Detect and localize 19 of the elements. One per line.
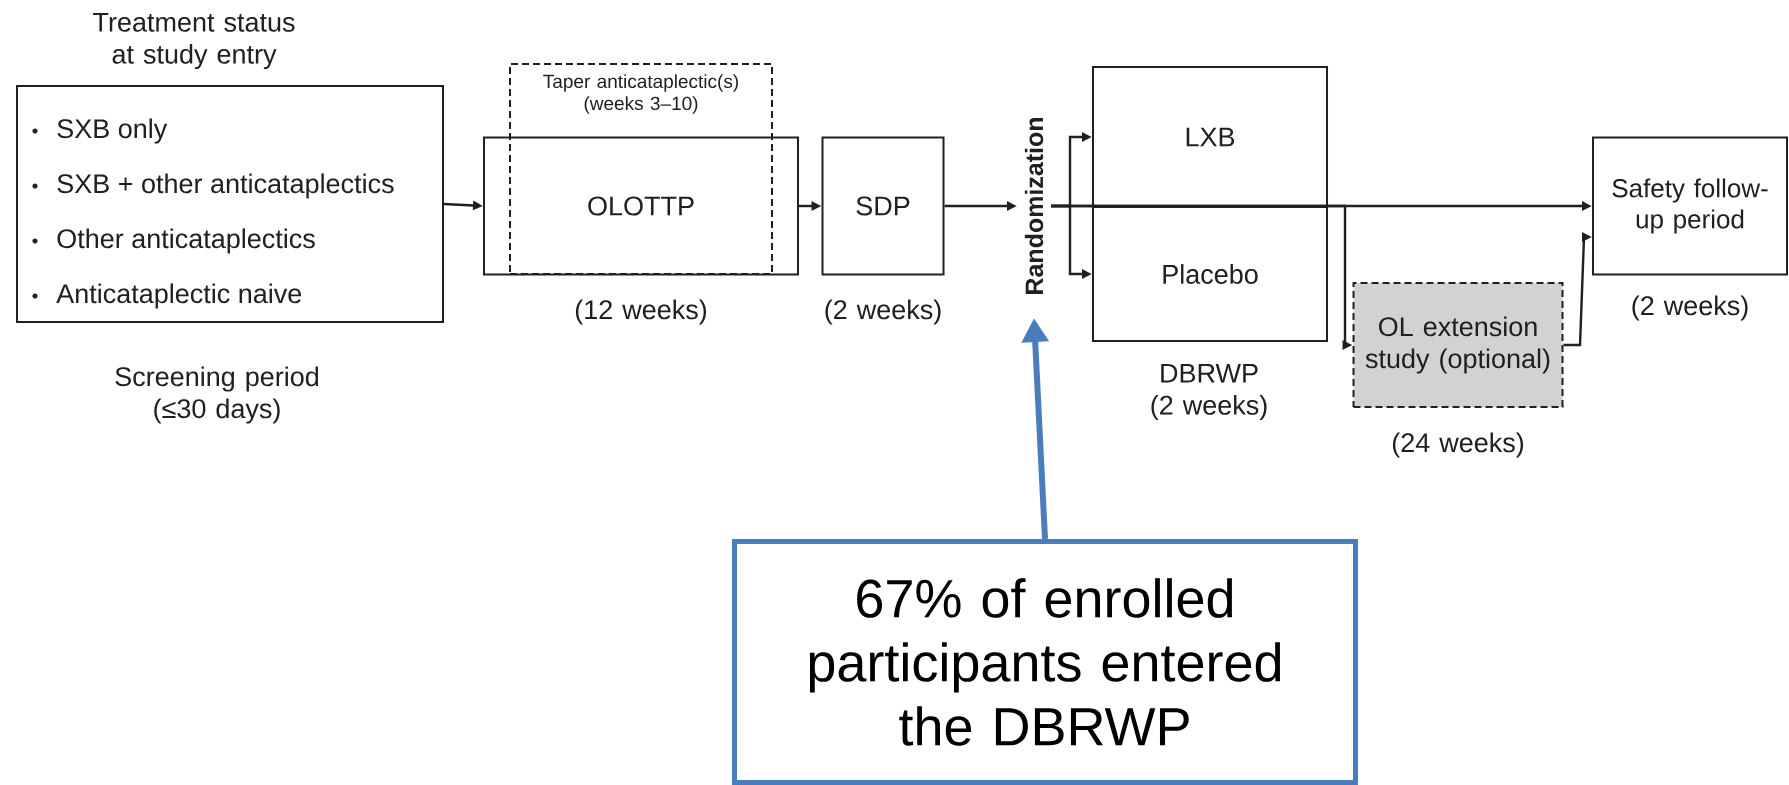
duration-label: (2 weeks) xyxy=(1632,295,1748,321)
duration-label: Screening period (≤30 days) xyxy=(115,366,319,424)
process-box: Safety follow-up period xyxy=(1592,136,1788,276)
process-box: Placebo xyxy=(1092,206,1328,342)
callout-box: 67% of enrolled participants entered the DBRWP xyxy=(732,539,1358,785)
vertical-label: Randomization xyxy=(1024,117,1044,294)
duration-label: (24 weeks) xyxy=(1392,432,1524,458)
list-item: Anticataplectic naive xyxy=(32,283,302,309)
process-box: OLOTTP xyxy=(483,136,799,276)
list-item: Other anticataplectics xyxy=(32,228,315,254)
heading: Treatment status at study entry xyxy=(93,12,295,70)
process-box: SDP xyxy=(821,136,945,276)
duration-label: DBRWP (2 weeks) xyxy=(1151,363,1267,421)
dashed-box: OL extension study (optional) xyxy=(1352,282,1564,408)
list-item: SXB + other anticataplectics xyxy=(32,173,394,199)
list-item: SXB only xyxy=(32,118,168,144)
duration-label: (12 weeks) xyxy=(575,299,707,325)
process-box: LXB xyxy=(1092,66,1328,208)
duration-label: (2 weeks) xyxy=(825,299,941,325)
